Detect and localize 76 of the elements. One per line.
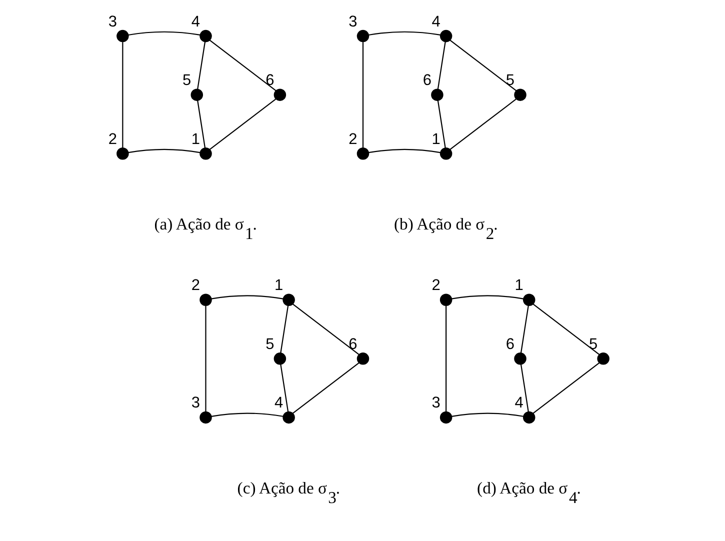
connector	[362, 42, 364, 148]
node-circle	[514, 352, 526, 365]
node-circle	[356, 352, 369, 365]
node-label: 3	[190, 394, 200, 412]
node-label: 2	[348, 130, 357, 148]
node-circle	[116, 30, 128, 42]
node-label: 6	[505, 336, 514, 353]
connector	[128, 31, 200, 36]
connector	[445, 306, 446, 412]
node-circle	[522, 294, 535, 306]
connector	[280, 305, 288, 354]
node-circle	[273, 352, 286, 365]
connector	[532, 362, 600, 414]
node-circle	[439, 147, 452, 160]
connector	[292, 304, 359, 355]
node-label: 5	[588, 336, 598, 353]
connector	[436, 100, 446, 148]
node-circle	[522, 411, 535, 424]
node-circle	[439, 294, 452, 306]
node-circle	[430, 88, 443, 101]
node-label: 4	[431, 13, 440, 30]
node-label: 1	[190, 130, 200, 148]
node-label: 1	[514, 277, 523, 294]
connector	[196, 42, 206, 90]
connector	[210, 295, 283, 300]
node-circle	[439, 30, 452, 42]
node-circle	[199, 147, 212, 160]
connector	[449, 40, 516, 92]
connector	[368, 31, 440, 36]
connector	[208, 98, 276, 150]
connector	[449, 98, 516, 150]
node-label: 6	[348, 336, 357, 353]
connector	[532, 304, 600, 355]
connector	[368, 148, 440, 154]
node-circle	[514, 88, 526, 101]
connector	[204, 306, 206, 412]
node-circle	[356, 30, 369, 42]
connector	[122, 42, 123, 148]
node-label: 4	[190, 13, 200, 30]
connector	[450, 295, 523, 300]
connector	[292, 362, 359, 414]
node-circle	[282, 411, 294, 424]
node-circle	[199, 30, 212, 42]
node-label: 6	[265, 72, 274, 90]
node-label: 3	[108, 13, 116, 30]
node-label: 5	[505, 72, 514, 90]
node-label: 6	[422, 72, 431, 90]
node-circle	[356, 147, 369, 160]
node-label: 5	[182, 72, 191, 90]
connector	[520, 364, 528, 412]
node-label: 4	[514, 394, 523, 412]
node-label: 1	[431, 130, 440, 148]
connector	[436, 42, 446, 90]
node-label: 5	[265, 336, 274, 353]
connector	[450, 412, 523, 417]
node-circle	[199, 294, 212, 306]
node-circle	[273, 88, 286, 101]
connector	[208, 40, 276, 92]
node-circle	[116, 147, 128, 160]
node-circle	[596, 352, 609, 365]
node-label: 4	[274, 394, 283, 412]
connector	[210, 412, 283, 417]
node-label: 3	[431, 394, 440, 412]
node-circle	[439, 411, 452, 424]
node-label: 2	[190, 277, 200, 294]
node-circle	[199, 411, 212, 424]
node-circle	[282, 294, 294, 306]
node-label: 1	[274, 277, 283, 294]
node-label: 2	[108, 130, 116, 148]
node-label: 2	[431, 277, 440, 294]
connector	[520, 305, 528, 354]
node-label: 3	[348, 13, 357, 30]
connector	[128, 148, 200, 154]
node-circle	[190, 88, 203, 101]
connector	[196, 100, 206, 148]
connector	[280, 364, 288, 412]
